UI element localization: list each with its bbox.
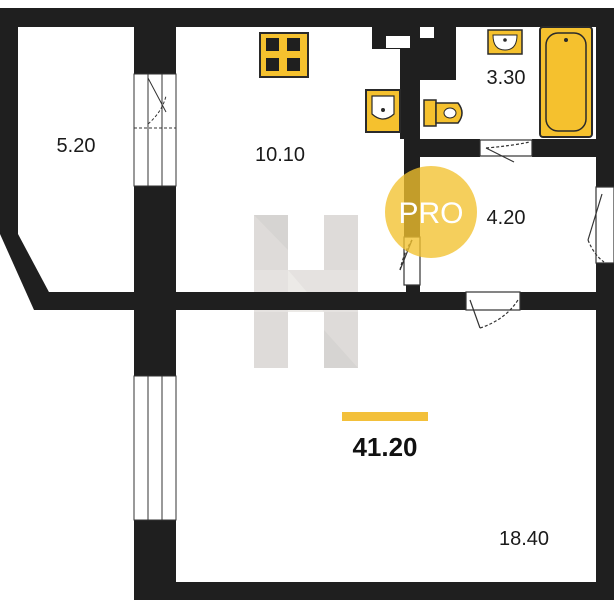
total-area-accent-bar — [342, 412, 428, 421]
wall-duct-inner — [434, 27, 456, 41]
window-icon — [133, 375, 177, 521]
wall-bath-bottom-right — [532, 139, 596, 157]
wall-top — [0, 8, 614, 27]
stove-icon — [259, 32, 309, 78]
wall-kitchen-bath — [400, 27, 420, 139]
pro-badge-text: PRO — [398, 197, 463, 230]
wall-partition-middle — [134, 186, 176, 376]
window-icon — [133, 73, 177, 187]
room-area-hallway: 4.20 — [487, 207, 526, 229]
wall-balcony-diagonal — [0, 234, 50, 310]
duct-void — [386, 36, 410, 48]
door-icon — [399, 139, 614, 329]
wall-partition-upper — [134, 8, 176, 74]
wall-left — [0, 8, 18, 234]
wall-hall-stub — [406, 285, 420, 292]
wall-balcony-bottom — [34, 292, 134, 310]
room-area-balcony: 5.20 — [57, 135, 96, 157]
wall-kitchen-living — [176, 292, 466, 310]
pro-badge: PRO — [385, 166, 477, 258]
wall-hall-living — [520, 292, 596, 310]
toilet-icon — [423, 99, 463, 127]
sink-icon — [365, 89, 401, 133]
walls — [0, 8, 614, 600]
wall-bottom — [134, 582, 614, 600]
room-area-bathroom: 3.30 — [487, 67, 526, 89]
total-area: 41.20 — [352, 432, 417, 462]
watermark-logo — [254, 215, 358, 368]
room-area-living-room: 18.40 — [499, 528, 549, 550]
wall-right — [596, 8, 614, 600]
wall-hall-right — [596, 157, 614, 187]
room-area-kitchen: 10.10 — [255, 144, 305, 166]
washbasin-icon — [487, 29, 523, 55]
wall-duct-b — [420, 38, 456, 80]
door-icon — [147, 77, 167, 125]
wall-bath-bottom — [420, 139, 480, 157]
bathtub-icon — [539, 26, 593, 138]
